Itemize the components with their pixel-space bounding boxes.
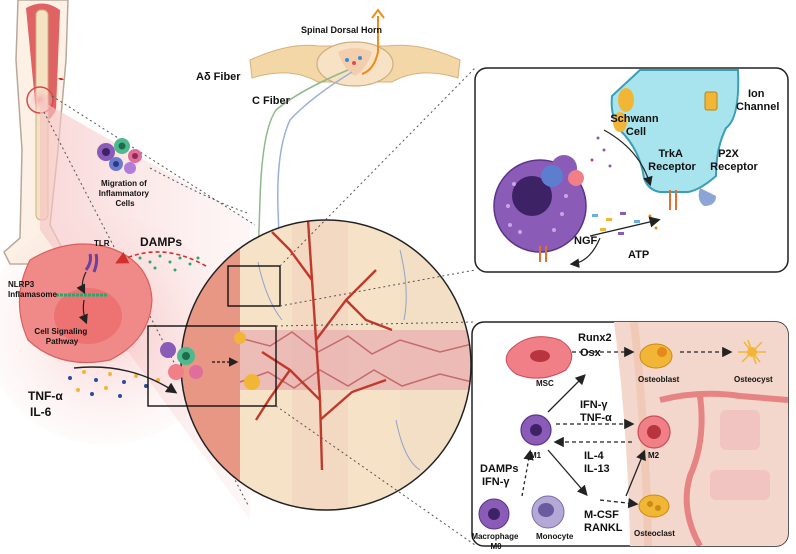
ifn-gamma-label: IFN-γ bbox=[580, 399, 608, 411]
bone-section-circle bbox=[147, 219, 472, 511]
spinal-dorsal-horn-label: Spinal Dorsal Horn bbox=[301, 25, 382, 35]
cell-signaling-label-line1: Cell Signaling bbox=[34, 327, 87, 336]
damps-arrow bbox=[115, 251, 207, 267]
tnf-alpha-2-label: TNF-α bbox=[580, 412, 612, 424]
p2x-label: P2X Receptor bbox=[710, 148, 758, 173]
cytokine-arrow bbox=[73, 366, 178, 394]
migration-label-line1: Migration of bbox=[101, 179, 147, 188]
zoom-box-bone bbox=[147, 325, 277, 407]
trka-label: TrkA Receptor bbox=[648, 148, 696, 173]
il13-label: IL-13 bbox=[584, 463, 610, 475]
m1-label: M1 bbox=[530, 451, 542, 460]
migration-label-line2: Inflammatory bbox=[99, 189, 150, 198]
zoomed-immune-cells bbox=[160, 332, 260, 390]
osteoblast-cell bbox=[639, 343, 673, 369]
nlrp3-label-line1: NLRP3 bbox=[8, 280, 35, 289]
cytokine-particles bbox=[68, 370, 160, 398]
nlrp3-label: NLRP3 Inflamasome bbox=[8, 280, 57, 299]
schwann-cell-1 bbox=[618, 88, 634, 112]
pathway-arrows bbox=[521, 346, 733, 509]
p2x-label-line2: Receptor bbox=[710, 161, 758, 173]
damps-particles bbox=[138, 254, 200, 272]
ion-channel-icon bbox=[704, 91, 718, 111]
mcsf-label: M-CSF bbox=[584, 509, 619, 521]
blood-vessels bbox=[254, 220, 393, 471]
bone-remodeling-panel bbox=[471, 321, 789, 547]
damps-label: DAMPs bbox=[140, 235, 182, 249]
migration-label: Migration of Inflammatory Cells bbox=[99, 179, 151, 208]
p2x-receptor-icon bbox=[698, 188, 716, 206]
monocyte-label: Monocyte bbox=[536, 532, 574, 541]
macrophage-label-line1: Macrophage bbox=[471, 532, 519, 541]
inflamed-cell bbox=[18, 243, 153, 364]
nlrp3-label-line2: Inflamasome bbox=[8, 290, 57, 299]
trka-label-line1: TrkA bbox=[658, 148, 683, 160]
tlr-receptor-icon bbox=[84, 253, 99, 273]
osteoclast-cell bbox=[638, 494, 670, 518]
macrophage-m0-label: Macrophage M0 bbox=[471, 532, 520, 551]
trka-receptor-icon bbox=[669, 190, 677, 210]
fracture-zone bbox=[240, 330, 471, 390]
osteocyst-label: Osteocyst bbox=[734, 375, 773, 384]
ion-channel-label-line1: Ion bbox=[748, 88, 765, 100]
ifn-gamma-2-label: IFN-γ bbox=[482, 476, 510, 488]
schwann-label-line1: Schwann bbox=[610, 113, 659, 125]
osteoblast-label: Osteoblast bbox=[638, 375, 680, 384]
rankl-label: RANKL bbox=[584, 522, 623, 534]
nerve-fibers bbox=[257, 249, 421, 471]
il4-label: IL-4 bbox=[584, 450, 604, 462]
cell-signaling-label: Cell Signaling Pathway bbox=[34, 327, 89, 346]
trka-label-line2: Receptor bbox=[648, 161, 696, 173]
osx-label: Osx bbox=[580, 347, 602, 359]
atp-label: ATP bbox=[628, 249, 649, 261]
nucleus bbox=[54, 288, 122, 344]
cell-signaling-label-line2: Pathway bbox=[46, 337, 79, 346]
damps-2-label: DAMPs bbox=[480, 463, 519, 475]
migrating-cells-cluster bbox=[97, 138, 142, 174]
schwann-label: Schwann Cell bbox=[610, 113, 661, 138]
a-delta-fiber-line bbox=[257, 69, 349, 261]
osteoclast-label: Osteoclast bbox=[634, 529, 675, 538]
mast-cell-nucleus bbox=[512, 176, 552, 216]
spinal-neuron-orange bbox=[361, 16, 379, 75]
nerve-panel bbox=[474, 67, 789, 273]
c-fiber-line bbox=[277, 71, 353, 263]
p2x-label-line1: P2X bbox=[718, 148, 739, 160]
c-fiber-label: C Fiber bbox=[252, 95, 291, 107]
runx2-label: Runx2 bbox=[578, 332, 612, 344]
il6-label: IL-6 bbox=[30, 405, 52, 419]
tlr-label: TLR bbox=[94, 239, 110, 248]
macrophage-label-line2: M0 bbox=[490, 542, 502, 551]
m2-label: M2 bbox=[648, 451, 660, 460]
pain-bolt-icon bbox=[52, 68, 70, 90]
zoom-box-nerve bbox=[227, 265, 281, 307]
a-delta-fiber-label: Aδ Fiber bbox=[196, 71, 241, 83]
schwann-cell-2 bbox=[613, 112, 627, 132]
schwann-label-line2: Cell bbox=[626, 126, 646, 138]
msc-label: MSC bbox=[536, 379, 554, 388]
ion-channel-label-line2: Channel bbox=[736, 101, 779, 113]
ngf-label: NGF bbox=[574, 235, 598, 247]
ion-channel-label: Ion Channel bbox=[736, 88, 779, 113]
tnf-alpha-label: TNF-α bbox=[28, 389, 63, 403]
mast-cell-granules bbox=[506, 178, 568, 234]
spinal-cord-illustration bbox=[249, 41, 461, 87]
migration-label-line3: Cells bbox=[115, 199, 135, 208]
